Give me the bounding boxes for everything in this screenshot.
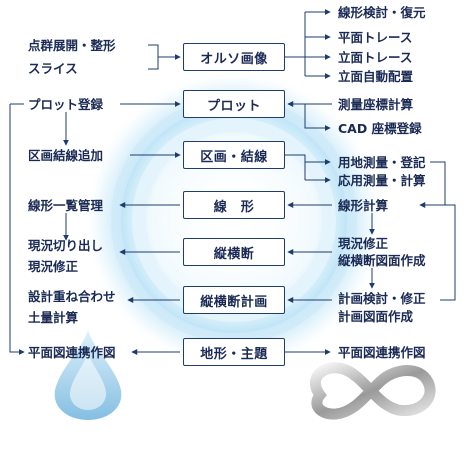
left-label-point-cloud: 点群展開・整形 xyxy=(28,38,116,53)
right-label-plan-link: 平面図連携作図 xyxy=(338,345,426,360)
water-drop-logo-icon xyxy=(54,330,122,420)
right-label-plan-review: 計画検討・修正 xyxy=(338,291,426,306)
infinity-symbol-icon xyxy=(310,362,436,420)
right-label-plan-trace: 平面トレース xyxy=(338,30,413,45)
left-label-current-cut: 現況切り出し xyxy=(28,238,104,253)
right-label-profile-drawing: 縦横断図面作成 xyxy=(338,253,426,268)
right-label-alignment-calc: 線形計算 xyxy=(338,198,389,213)
right-label-survey-coord: 測量座標計算 xyxy=(338,97,414,112)
process-box-plot[interactable]: プロット xyxy=(183,90,285,118)
left-label-plot-register: プロット登録 xyxy=(28,97,104,112)
right-label-cad-coord: CAD 座標登録 xyxy=(338,121,422,136)
right-label-elevation-trace: 立面トレース xyxy=(338,50,413,65)
process-box-ortho-image[interactable]: オルソ画像 xyxy=(183,43,285,71)
left-label-design-overlay: 設計重ね合わせ xyxy=(28,289,116,304)
left-label-current-fix: 現況修正 xyxy=(28,259,79,274)
process-box-alignment[interactable]: 線 形 xyxy=(183,191,285,219)
process-box-terrain-theme[interactable]: 地形・主題 xyxy=(183,338,285,366)
right-label-current-fix: 現況修正 xyxy=(338,236,389,251)
right-label-elevation-auto: 立面自動配置 xyxy=(338,69,414,84)
left-label-plan-link: 平面図連携作図 xyxy=(28,345,116,360)
right-label-alignment-review: 線形検討・復元 xyxy=(338,5,426,20)
process-box-profile-plan[interactable]: 縦横断計画 xyxy=(183,286,285,314)
left-label-slice: スライス xyxy=(28,61,78,76)
left-label-earthwork: 土量計算 xyxy=(28,310,79,325)
right-label-applied-survey: 応用測量・計算 xyxy=(338,173,426,188)
right-label-plan-drawing: 計画図面作成 xyxy=(338,309,414,324)
process-box-parcel-connection[interactable]: 区画・結線 xyxy=(183,141,285,169)
right-label-land-survey: 用地測量・登記 xyxy=(338,155,426,170)
left-label-alignment-list: 線形一覧管理 xyxy=(28,198,104,213)
process-box-profile-section[interactable]: 縦横断 xyxy=(183,238,285,266)
left-label-parcel-add: 区画結線追加 xyxy=(28,148,104,163)
